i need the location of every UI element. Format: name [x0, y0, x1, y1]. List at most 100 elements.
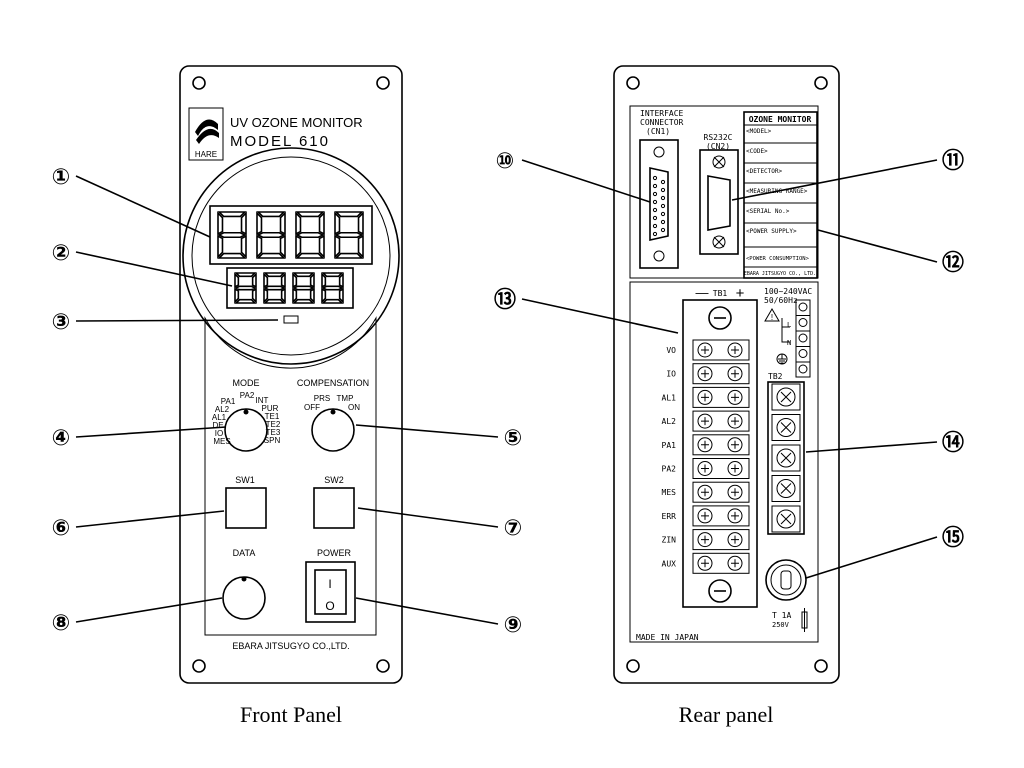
callout-7: ⑦ [504, 516, 523, 541]
cross-icon [780, 391, 792, 403]
callout-14: ⑭ [942, 430, 964, 456]
digit-segment [309, 287, 315, 304]
digit-segment [234, 285, 257, 291]
mode-pos-label: SPN [264, 436, 281, 445]
terminal-screw[interactable] [697, 555, 713, 571]
plus-icon [701, 417, 709, 426]
seven-segment-digit [334, 211, 364, 259]
rs232c-label: (CN2) [706, 142, 730, 151]
terminal-screw[interactable] [697, 366, 713, 382]
rear-panel-outline [613, 65, 840, 684]
sw1-button[interactable] [225, 487, 267, 529]
plus-icon [701, 488, 709, 497]
digit-segment [292, 287, 298, 304]
terminal-screw[interactable] [727, 342, 743, 358]
data-knob-indicator [241, 576, 247, 582]
terminal-screw[interactable] [727, 555, 743, 571]
terminal-screw[interactable] [697, 413, 713, 429]
tb2-terminal-screw[interactable] [776, 509, 796, 529]
ground-icon [776, 353, 788, 365]
digit-segment [234, 272, 240, 289]
seven-segment-digit [292, 272, 315, 304]
screw-hole [626, 76, 640, 90]
front-panel-outline [179, 65, 403, 684]
digit-segment [309, 272, 315, 289]
seven-segment-digit [321, 272, 344, 304]
cn2-connector[interactable] [707, 175, 731, 231]
digit-segment [334, 211, 364, 218]
terminal-screw[interactable] [727, 389, 743, 405]
interface-label: CONNECTOR [640, 118, 684, 127]
tb2-terminal-cell [771, 444, 801, 472]
terminal-screw[interactable] [727, 532, 743, 548]
callout-8: ⑧ [52, 611, 71, 636]
tb2-label: TB2 [768, 372, 783, 381]
digit-segment [338, 287, 344, 304]
terminal-screw[interactable] [727, 413, 743, 429]
terminal-screw[interactable] [697, 508, 713, 524]
cn2-screw [712, 235, 726, 249]
tb1-terminal-cell [692, 552, 750, 574]
compensation-pos-label: OFF [304, 403, 320, 412]
mode-pos-label: INT [256, 396, 269, 405]
tb1-terminal-label: PA2 [662, 465, 677, 474]
plus-icon [701, 535, 709, 544]
terminal-screw[interactable] [697, 484, 713, 500]
power-terminal[interactable] [798, 318, 808, 327]
digit-segment [295, 211, 302, 236]
power-terminal[interactable] [798, 333, 808, 343]
cn1-pins [652, 175, 666, 237]
digit-segment [357, 211, 364, 236]
fuse-holder[interactable] [765, 559, 807, 601]
power-terminal[interactable] [798, 349, 808, 358]
terminal-screw[interactable] [727, 366, 743, 382]
digit-segment [295, 234, 302, 259]
terminal-screw[interactable] [727, 508, 743, 524]
cn1-screw [653, 146, 665, 158]
interface-label: INTERFACE [640, 109, 684, 118]
plus-icon [701, 559, 709, 568]
terminal-screw[interactable] [727, 461, 743, 476]
tb1-terminal-label: ZIN [662, 536, 677, 545]
terminal-screw[interactable] [697, 532, 713, 548]
tb2-terminal-cell [771, 505, 801, 533]
leader-line-15 [805, 536, 938, 579]
tb2-terminal-screw[interactable] [776, 418, 796, 437]
callout-6: ⑥ [52, 516, 71, 541]
mode-positions: PA2 INT PA1 PUR AL2 TE1 AL1 TE2 DE TE3 I… [212, 391, 281, 446]
power-switch[interactable] [314, 569, 347, 615]
tb2-terminal-screw[interactable] [776, 479, 796, 498]
warning-icon [764, 308, 780, 322]
cn1-plate [639, 139, 679, 269]
leader-line-13 [521, 298, 679, 334]
cross-icon [780, 483, 792, 494]
screw-hole [814, 659, 828, 673]
power-terminal[interactable] [798, 364, 808, 374]
terminal-screw[interactable] [697, 437, 713, 453]
digit-segment [295, 211, 325, 218]
seven-segment-digit [234, 272, 257, 304]
callout-12: ⑫ [942, 250, 964, 276]
terminal-screw[interactable] [697, 461, 713, 476]
connector-pin [652, 199, 658, 205]
terminal-screw[interactable] [727, 484, 743, 500]
sub-display [226, 267, 354, 309]
main-digits [217, 211, 364, 259]
power-terminal[interactable] [798, 302, 808, 312]
cn1-connector[interactable] [649, 167, 669, 241]
fuse-rating: 250V [772, 621, 790, 629]
sw2-button[interactable] [313, 487, 355, 529]
callout-3: ③ [52, 310, 71, 335]
mode-knob[interactable] [224, 408, 268, 452]
data-knob[interactable] [222, 576, 266, 620]
screw-hole [626, 659, 640, 673]
terminal-screw[interactable] [697, 342, 713, 358]
terminal-screw[interactable] [727, 437, 743, 453]
tb2-terminal-screw[interactable] [776, 448, 796, 468]
compensation-knob[interactable] [311, 408, 355, 452]
tb2-terminal-screw[interactable] [776, 387, 796, 407]
power-terminal-block [795, 299, 811, 378]
plus-icon [731, 559, 739, 568]
terminal-screw[interactable] [697, 389, 713, 405]
